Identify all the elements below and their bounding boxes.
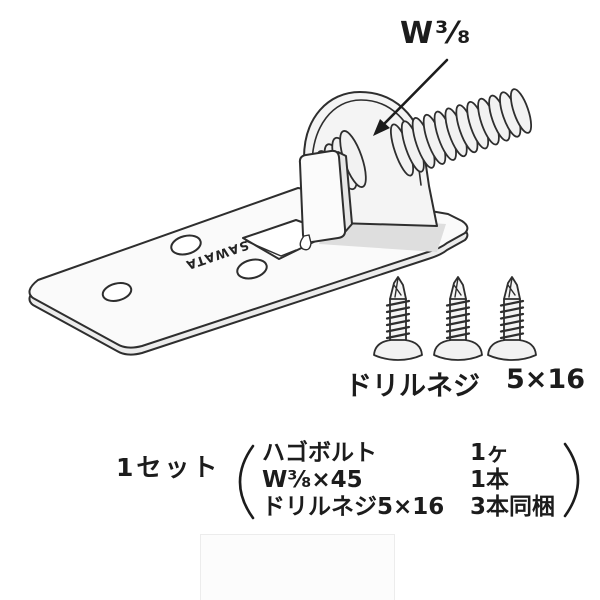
slot-inner-wall bbox=[245, 240, 297, 257]
drill-screw-2 bbox=[432, 275, 484, 362]
screw-size-label: 5×16 bbox=[506, 364, 585, 395]
drill-screw-1 bbox=[372, 275, 424, 362]
set-item-qty: 3本同梱 bbox=[470, 494, 556, 520]
plate-hole bbox=[170, 234, 202, 256]
bolt-threads-right bbox=[389, 88, 533, 177]
set-item-name: ドリルネジ5×16 bbox=[262, 494, 445, 520]
tab-front-face bbox=[298, 149, 347, 244]
callout-arrow bbox=[373, 58, 449, 136]
set-item-name: ハゴボルト bbox=[262, 440, 377, 466]
set-item-qty: 1本 bbox=[470, 467, 510, 493]
set-contents-list: ハゴボルト 1ヶ W³⁄₈×45 1本 ドリルネジ5×16 3本同梱 bbox=[262, 440, 555, 521]
bolt-tab bbox=[298, 149, 353, 251]
plate-hole bbox=[236, 258, 268, 280]
tab-notch bbox=[299, 234, 312, 251]
bolt-size-label: W³⁄₈ bbox=[400, 16, 473, 51]
paren-right bbox=[563, 442, 580, 518]
set-item-name: W³⁄₈×45 bbox=[262, 467, 363, 493]
plate-hole bbox=[101, 282, 133, 302]
set-item-qty: 1ヶ bbox=[470, 440, 510, 466]
arrowhead bbox=[373, 119, 390, 136]
paren-left bbox=[238, 444, 255, 520]
watermark-box bbox=[200, 534, 395, 600]
drill-screw-3 bbox=[486, 275, 538, 362]
set-title: 1セット bbox=[116, 453, 221, 482]
screw-label-row: ドリルネジ 5×16 bbox=[345, 364, 585, 403]
screw-name-label: ドリルネジ bbox=[345, 371, 480, 402]
